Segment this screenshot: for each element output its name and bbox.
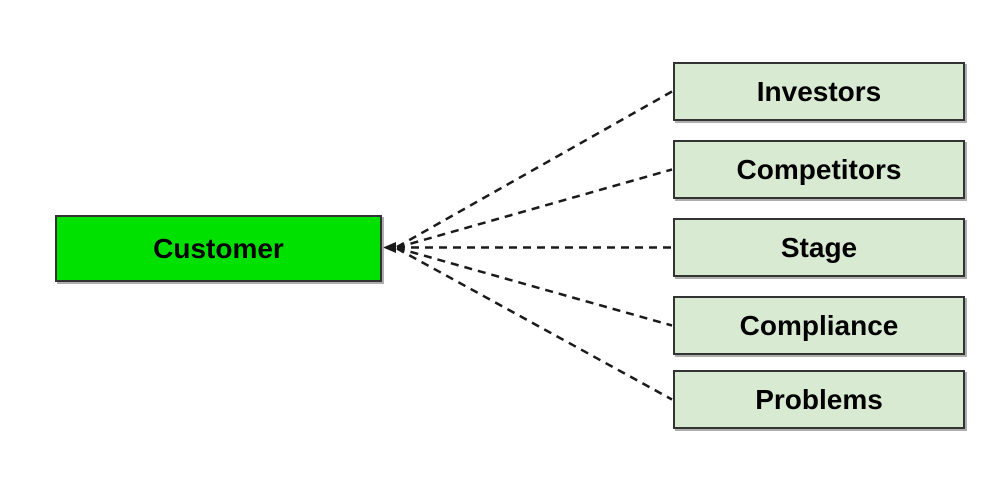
connector-compliance (396, 246, 673, 327)
connector-competitors (396, 168, 673, 249)
related-node-stage: Stage (673, 218, 965, 277)
related-node-investors: Investors (673, 62, 965, 121)
customer-node-label: Customer (153, 232, 284, 264)
related-node-label: Problems (755, 383, 883, 415)
related-node-problems: Problems (673, 370, 965, 429)
related-node-compliance: Compliance (673, 296, 965, 355)
arrowhead-icon (383, 242, 396, 253)
related-node-competitors: Competitors (673, 140, 965, 199)
connector-problems (396, 247, 673, 401)
related-node-label: Competitors (736, 153, 902, 185)
connector-investors (396, 90, 673, 249)
customer-node: Customer (55, 215, 382, 282)
related-node-label: Compliance (739, 309, 899, 341)
related-node-label: Stage (780, 231, 858, 263)
related-node-label: Investors (756, 75, 882, 107)
